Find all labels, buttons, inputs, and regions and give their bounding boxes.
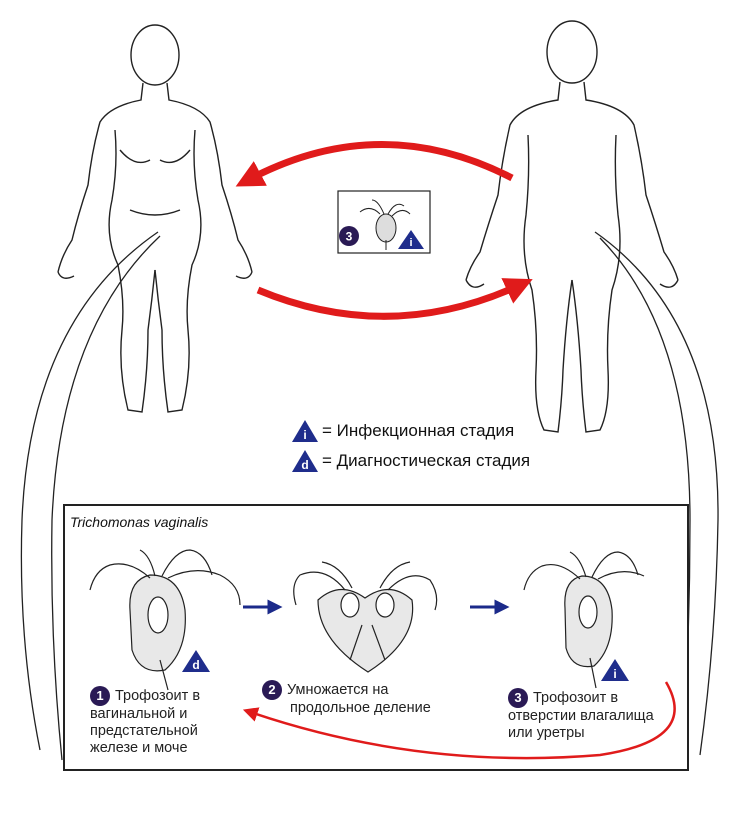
- step-1-description: 1 Трофозоит в вагинальной и предстательно…: [90, 686, 200, 757]
- step-1-line-1: Трофозоит в: [115, 688, 200, 704]
- transmission-arrow-to-female: [248, 144, 512, 180]
- step-1-line-4: железе и моче: [90, 740, 200, 757]
- step-2-line-2: продольное деление: [262, 700, 431, 717]
- infective-triangle-icon: i: [292, 420, 318, 442]
- step-1-line-3: предстательной: [90, 723, 200, 740]
- inset-step-number: 3: [346, 230, 353, 244]
- step-1-line-2: вагинальной и: [90, 706, 200, 723]
- inset-stage-box: 3 i: [338, 191, 430, 253]
- legend-diagnostic-text: = Диагностическая стадия: [322, 451, 530, 471]
- legend-infective-text: = Инфекционная стадия: [322, 421, 514, 441]
- step-3-badge: 3: [508, 688, 528, 708]
- transmission-arrow-to-male: [258, 285, 520, 316]
- svg-text:i: i: [303, 428, 306, 442]
- female-figure-icon: [58, 25, 252, 412]
- step-3-line-3: или уретры: [508, 725, 654, 742]
- step-2-description: 2 Умножается на продольное деление: [262, 680, 431, 717]
- diagnostic-triangle-icon: d: [292, 450, 318, 472]
- step-3-line-2: отверстии влагалища: [508, 708, 654, 725]
- svg-text:d: d: [301, 458, 308, 472]
- stage-3-letter: i: [613, 667, 616, 681]
- stage-1-letter: d: [192, 658, 199, 672]
- step-2-line-1: Умножается на: [287, 682, 388, 698]
- step-1-badge: 1: [90, 686, 110, 706]
- organism-name: Trichomonas vaginalis: [70, 514, 208, 530]
- step-2-badge: 2: [262, 680, 282, 700]
- step-3-description: 3 Трофозоит в отверстии влагалища или уре…: [508, 688, 654, 742]
- legend-diagnostic: d = Диагностическая стадия: [292, 450, 530, 472]
- male-figure-icon: [466, 21, 678, 432]
- legend-infective: i = Инфекционная стадия: [292, 420, 514, 442]
- step-3-line-1: Трофозоит в: [533, 690, 618, 706]
- inset-infective-letter: i: [409, 237, 412, 249]
